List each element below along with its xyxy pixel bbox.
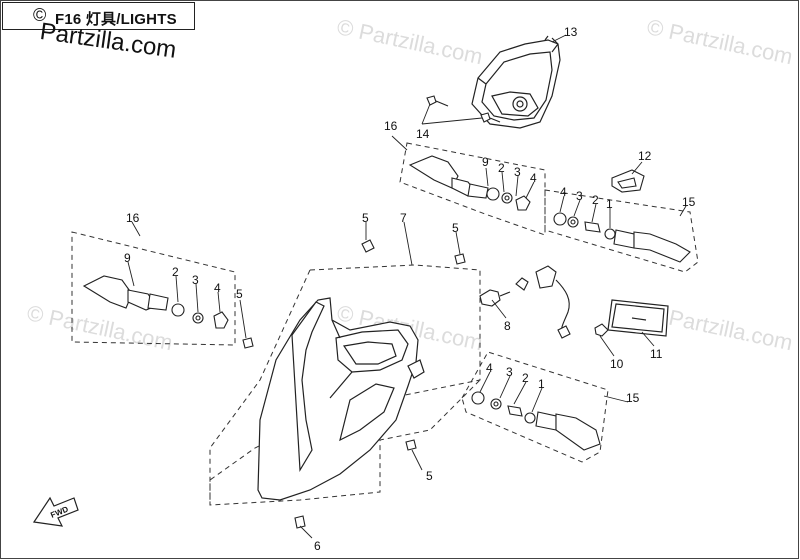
callout-11: 11 (650, 347, 663, 361)
callout-4: 4 (214, 281, 221, 295)
diagram-title: F16 灯具/LIGHTS (55, 11, 177, 28)
fwd-arrow-icon: FWD (32, 496, 79, 527)
callout-15: 15 (682, 195, 696, 209)
callout-10: 10 (610, 357, 624, 371)
callout-5: 5 (452, 221, 459, 235)
callout-2: 2 (172, 265, 179, 279)
tail-light-assembly[interactable] (471, 35, 561, 129)
copyright-symbol: © (33, 5, 47, 25)
clip-6[interactable] (294, 515, 306, 529)
turn-signal-rear-left[interactable] (471, 391, 601, 451)
turn-signal-front-upper[interactable] (408, 155, 531, 211)
callout-13: 13 (564, 25, 578, 39)
callout-3: 3 (576, 189, 583, 203)
bolt-5[interactable] (242, 337, 254, 349)
turn-signal-front-left[interactable] (82, 275, 229, 329)
bolt-5[interactable] (361, 239, 466, 451)
connector-12[interactable] (611, 169, 645, 193)
callout-4: 4 (486, 361, 493, 375)
callout-4: 4 (560, 185, 567, 199)
callout-3: 3 (506, 365, 513, 379)
turn-signal-group-outline (71, 231, 236, 346)
headlight-cowl-outline (209, 264, 481, 506)
callout-6: 6 (314, 539, 321, 553)
callout-2: 2 (498, 161, 505, 175)
reflector-11[interactable] (607, 299, 669, 337)
callout-numbers: 13 14 16 9 2 3 4 12 4 3 2 1 15 16 9 2 3 … (124, 25, 696, 553)
callout-12: 12 (638, 149, 652, 163)
callout-7: 7 (400, 211, 407, 225)
callout-2: 2 (522, 371, 529, 385)
callout-9: 9 (482, 155, 489, 169)
screw-14[interactable] (426, 95, 501, 123)
turn-signal-group-outline (399, 142, 546, 236)
callout-16: 16 (126, 211, 140, 225)
turn-signal-group-outline (461, 351, 609, 463)
callout-3: 3 (192, 273, 199, 287)
headlight-cowl-7[interactable] (257, 297, 425, 501)
turn-signal-rear-right[interactable] (553, 212, 691, 263)
callout-4: 4 (530, 171, 537, 185)
callout-5: 5 (426, 469, 433, 483)
callout-9: 9 (124, 251, 131, 265)
bulb-harness-8[interactable] (479, 265, 571, 339)
callout-8: 8 (504, 319, 511, 333)
callout-3: 3 (514, 165, 521, 179)
diagram-title-box: © F16 灯具/LIGHTS (2, 2, 195, 30)
callout-5: 5 (362, 211, 369, 225)
callout-16: 16 (384, 119, 398, 133)
callout-15: 15 (626, 391, 640, 405)
callout-1: 1 (606, 197, 613, 211)
callout-5: 5 (236, 287, 243, 301)
leader-lines (127, 34, 687, 539)
callout-14: 14 (416, 127, 430, 141)
nut-10[interactable] (594, 323, 609, 337)
callout-1: 1 (538, 377, 545, 391)
callout-2: 2 (592, 193, 599, 207)
